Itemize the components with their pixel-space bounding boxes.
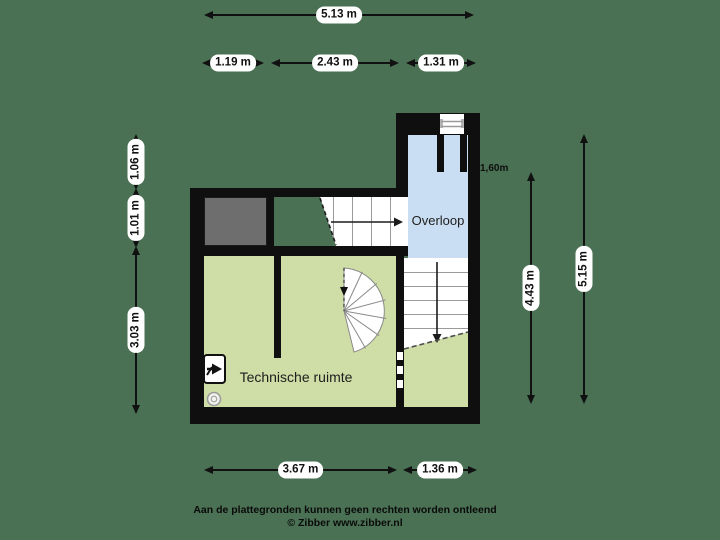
wall-interior-spur [274,256,281,358]
drain-icon [206,391,222,407]
dim-top-a: 1.19 m [202,54,264,72]
dim-left-c: 3.03 m [127,246,145,414]
dim-arrow-down-icon [580,395,588,404]
dim-right-a: 4.43 m [522,172,540,404]
dim-label: 2.43 m [312,54,358,72]
spiral-staircase-icon [340,267,387,353]
dim-arrow-down-icon [132,181,140,190]
dim-arrow-up-icon [132,188,140,197]
wall-bottom [190,407,480,424]
dim-bottom-b: 1.36 m [403,461,477,479]
dim-arrow-left-icon [406,59,415,67]
wall-storage-right [267,197,274,246]
dim-arrow-right-icon [467,59,476,67]
dim-arrow-down-icon [132,405,140,414]
dim-label: 5.13 m [316,6,362,24]
dim-label: 1.06 m [127,139,145,185]
room-label-overloop: Overloop [411,213,465,228]
stair-direction-arrow-up [331,217,403,227]
dim-arrow-right-icon [255,59,264,67]
dim-left-a: 1.06 m [127,134,145,190]
dim-label: 3.67 m [277,461,324,479]
dim-arrow-down-icon [132,239,140,248]
stair-cut-line-upper [319,197,337,246]
dim-arrow-up-icon [527,172,535,181]
wall-tower-left [396,113,408,197]
dim-top-b: 2.43 m [271,54,399,72]
dim-label: 5.15 m [575,246,593,292]
dim-top-c: 1.31 m [406,54,476,72]
dim-arrow-down-icon [527,395,535,404]
wall-right [468,113,480,424]
footer-disclaimer: Aan de plattegronden kunnen geen rechten… [175,504,515,530]
stair-tread [404,328,468,329]
dim-arrow-up-icon [132,134,140,143]
stair-tread [404,314,468,315]
stair-tread [404,272,468,273]
disclaimer-text: Aan de plattegronden kunnen geen rechten… [193,504,497,516]
dim-label: 1.36 m [417,461,463,479]
credit-text: © Zibber www.zibber.nl [287,517,403,530]
headroom-marker: 1,60m [480,163,509,174]
dim-arrow-right-icon [468,466,477,474]
dim-label: 4.43 m [522,265,540,311]
dim-label: 1.01 m [127,195,145,241]
dim-bottom-a: 3.67 m [204,461,397,479]
dim-right-b: 5.15 m [575,134,593,404]
stair-cut-line-lower [403,331,469,350]
stair-tread [404,286,468,287]
dim-arrow-left-icon [204,466,213,474]
dim-top-total: 5.13 m [204,6,474,24]
dim-label: 1.19 m [210,54,256,72]
boiler-icon [203,354,226,384]
dim-arrow-up-icon [132,246,140,255]
dim-label: 1.31 m [418,54,464,72]
dim-arrow-up-icon [580,134,588,143]
dim-left-b: 1.01 m [127,188,145,248]
dim-arrow-right-icon [465,11,474,19]
storage-void-area [204,197,267,246]
wall-top-main [190,188,404,197]
dim-arrow-left-icon [403,466,412,474]
dim-arrow-right-icon [390,59,399,67]
lower-stair-flight [404,258,468,349]
dim-arrow-left-icon [202,59,211,67]
door-opening-dashed [397,352,403,388]
stair-direction-arrow-down [432,262,442,343]
dim-arrow-right-icon [388,466,397,474]
wall-stub-left [437,135,444,172]
wall-stub-right [460,135,467,172]
wall-middle [190,246,408,256]
room-label-technical: Technische ruimte [239,369,353,385]
dim-label: 3.03 m [127,307,145,353]
dim-arrow-left-icon [271,59,280,67]
dim-arrow-left-icon [204,11,213,19]
window-icon [440,114,464,134]
wall-technical-right [396,256,404,407]
stair-tread [404,300,468,301]
